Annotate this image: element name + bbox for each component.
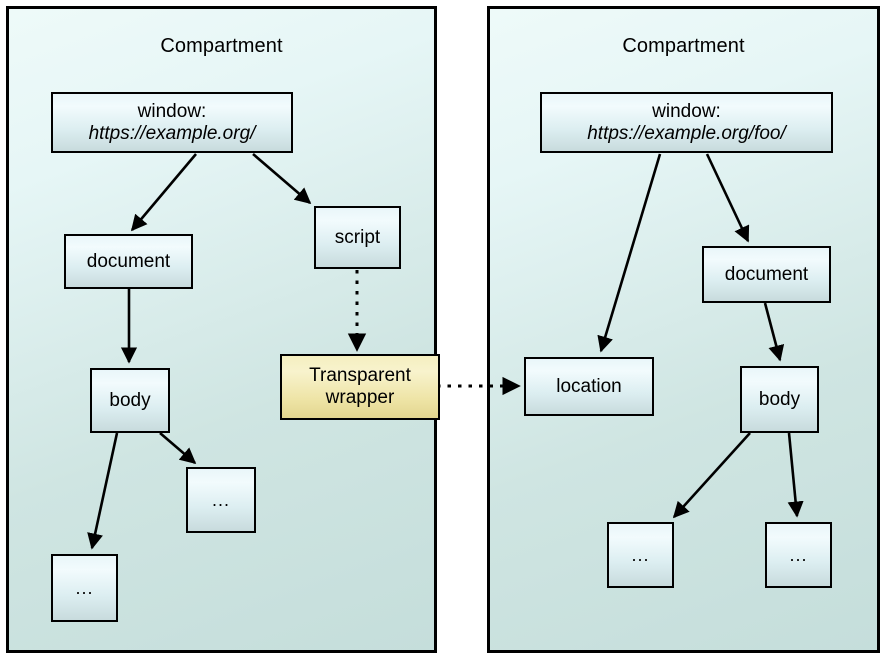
node-window-left[interactable]: window: https://example.org/ xyxy=(51,92,293,153)
node-body-right[interactable]: body xyxy=(740,366,819,433)
node-transparent-wrapper-line2: wrapper xyxy=(325,387,395,408)
node-location-right[interactable]: location xyxy=(524,357,654,416)
node-ellipsis-right-2-label: ... xyxy=(789,544,808,565)
node-window-right-line1: window: xyxy=(652,101,721,123)
node-window-left-line1: window: xyxy=(137,101,207,123)
edge-document-right-to-body-right xyxy=(763,302,785,362)
edge-window-left-to-script-left xyxy=(252,153,312,205)
edge-body-right-to-ellipsis-right-2 xyxy=(787,432,804,518)
edge-body-right-to-ellipsis-right-1 xyxy=(672,432,751,519)
node-ellipsis-left-2[interactable]: ... xyxy=(51,554,118,622)
node-ellipsis-left-2-label: ... xyxy=(75,577,94,598)
node-script-left[interactable]: script xyxy=(314,206,401,269)
node-ellipsis-right-1[interactable]: ... xyxy=(607,522,674,588)
node-transparent-wrapper[interactable]: Transparent wrapper xyxy=(280,354,440,420)
node-document-right[interactable]: document xyxy=(702,246,831,303)
node-document-left-label: document xyxy=(86,250,171,272)
node-window-left-line2: https://example.org/ xyxy=(88,122,256,144)
node-transparent-wrapper-line1: Transparent xyxy=(309,365,411,387)
node-body-left[interactable]: body xyxy=(90,368,170,433)
edge-window-left-to-document-left xyxy=(130,153,197,232)
edge-window-right-to-location-right xyxy=(597,153,662,353)
edge-body-left-to-ellipsis-left-2 xyxy=(87,432,119,550)
node-body-right-label: body xyxy=(758,388,801,410)
node-ellipsis-right-1-label: ... xyxy=(631,544,650,565)
node-script-left-label: script xyxy=(334,226,381,248)
node-window-right[interactable]: window: https://example.org/foo/ xyxy=(540,92,833,153)
node-window-right-line2: https://example.org/foo/ xyxy=(587,122,786,144)
right-compartment-title: Compartment xyxy=(622,35,745,57)
edge-window-right-to-document-right xyxy=(705,153,750,243)
node-body-left-label: body xyxy=(109,389,151,411)
node-document-right-label: document xyxy=(724,263,809,285)
left-compartment-title: Compartment xyxy=(160,35,283,57)
edge-body-left-to-ellipsis-left-1 xyxy=(159,432,197,465)
node-document-left[interactable]: document xyxy=(64,234,193,289)
node-ellipsis-left-1-label: ... xyxy=(211,489,230,510)
node-ellipsis-left-1[interactable]: ... xyxy=(186,467,256,533)
node-location-right-label: location xyxy=(556,375,622,397)
node-ellipsis-right-2[interactable]: ... xyxy=(765,522,832,588)
